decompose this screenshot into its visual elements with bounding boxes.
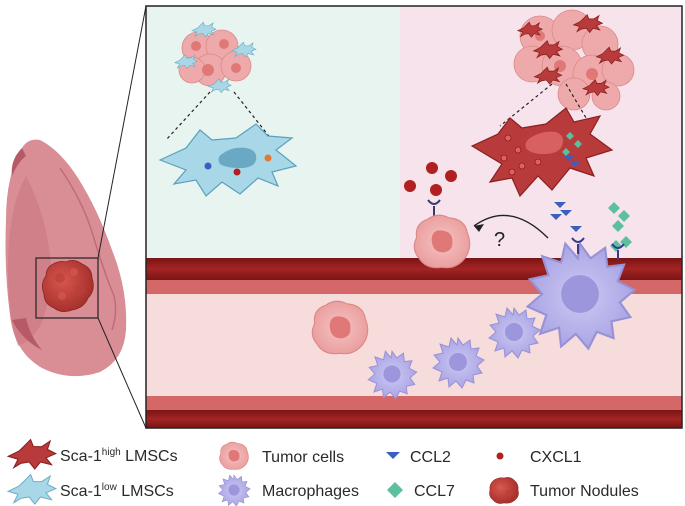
legend-macrophages-label: Macrophages [262, 483, 359, 500]
cxcl1-secreted [404, 162, 457, 196]
tumor-cell-extravasating [413, 214, 471, 269]
legend-ccl7-icon [387, 482, 403, 498]
tumor-cluster-high [513, 9, 635, 111]
legend-ccl2-icon [386, 452, 400, 459]
lmsc-high-large [470, 107, 614, 198]
legend-cxcl1-icon [496, 452, 504, 460]
ccl2-secreted [550, 202, 582, 232]
legend-sca-high-icon [7, 439, 57, 470]
legend-ccl7-label: CCL7 [414, 483, 455, 500]
legend: Sca-1high LMSCs Sca-1low LMSCs Tumor cel… [7, 439, 639, 506]
zoom-line-top [97, 5, 147, 259]
vessel-wall-bottom [146, 396, 682, 410]
lmsc-low-large [158, 123, 298, 197]
legend-tumor-cells-label: Tumor cells [262, 449, 344, 466]
legend-macrophage-icon [218, 474, 251, 506]
legend-sca-low-label: Sca-1low LMSCs [60, 482, 174, 500]
legend-sca-high-label: Sca-1high LMSCs [60, 447, 178, 465]
legend-tumor-nodule-icon [489, 477, 519, 504]
macrophage-receptors [571, 237, 625, 260]
zoom-box [35, 257, 99, 319]
legend-sca-low-icon [7, 474, 57, 505]
legend-ccl2-label: CCL2 [410, 449, 451, 466]
ccl7-secreted [608, 202, 632, 252]
lung-tumor-nodule [42, 260, 94, 312]
tumor-cell-circulating [311, 300, 369, 355]
legend-tumor-nodules-label: Tumor Nodules [530, 483, 639, 500]
legend-cxcl1-label: CXCL1 [530, 449, 582, 466]
question-mark: ? [494, 229, 505, 251]
legend-tumor-cell-icon [219, 441, 249, 470]
zoom-line-bottom [97, 317, 147, 429]
influence-arrow [473, 214, 549, 239]
tumor-cluster-low [174, 21, 257, 93]
